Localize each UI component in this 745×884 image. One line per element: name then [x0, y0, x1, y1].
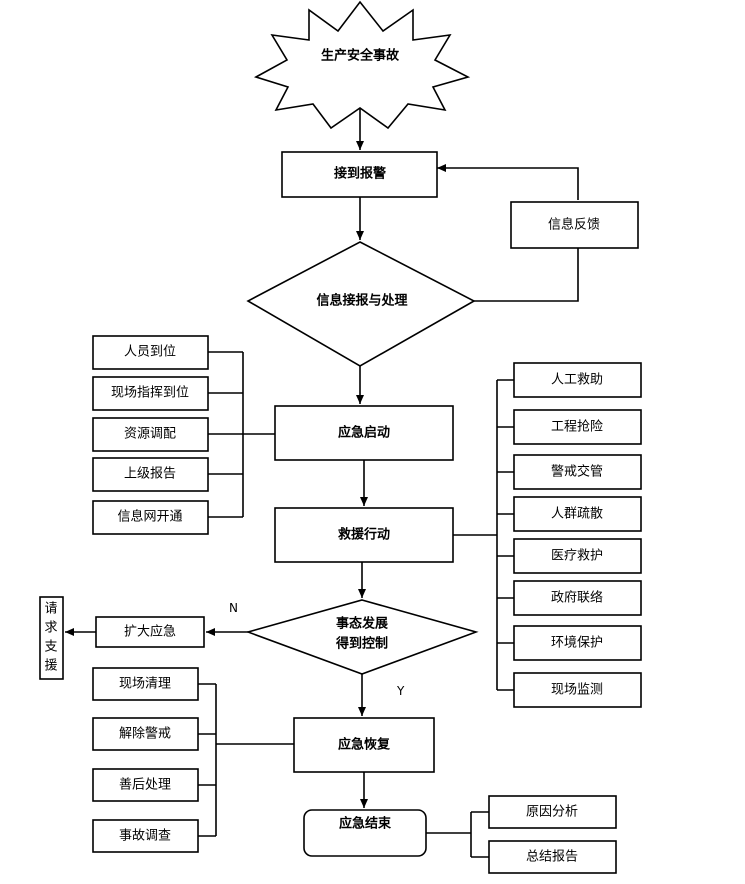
end-task-label: 总结报告: [526, 850, 578, 865]
branch-yes-label: Y: [396, 684, 405, 698]
under-control-label-line1: 事态发展: [336, 616, 389, 632]
end-task-box: [488, 795, 617, 829]
feedback-label: 信息反馈: [548, 217, 600, 233]
info-processing-node: 信息接报与处理: [246, 241, 476, 367]
rescue-task-label: 警戒交管: [551, 464, 603, 480]
recovery-task-label: 现场清理: [119, 677, 171, 692]
burst-shape: [253, 0, 471, 130]
rescue-action-label: 救援行动: [338, 527, 390, 543]
emergency-start-node: 应急启动: [274, 405, 454, 461]
emergency-end-node: 应急结束: [303, 809, 427, 857]
rescue-task-label: 人工救助: [551, 372, 603, 388]
emergency-start-box: [274, 405, 454, 461]
recovery-task-label: 善后处理: [119, 777, 171, 793]
feedback-box: [510, 201, 639, 249]
end-task-label: 原因分析: [526, 805, 578, 820]
under-control-label-line2: 得到控制: [335, 636, 388, 652]
rescue-task-box: [513, 496, 642, 532]
feedback-line-back: [437, 164, 579, 200]
recovery-task-box: [92, 717, 199, 751]
rescue-action-box: [274, 507, 454, 563]
emergency-recovery-box: [293, 717, 435, 773]
expand-label: 扩大应急: [124, 624, 176, 640]
expand-box: [95, 616, 205, 648]
feedback-line-up: [474, 248, 579, 302]
receive-alarm-node: 接到报警: [281, 151, 438, 198]
recovery-task-box: [92, 768, 199, 802]
branch-no-label: N: [229, 601, 238, 615]
rescue-action-node: 救援行动: [274, 507, 454, 563]
startup-task-box: [92, 417, 209, 452]
receive-alarm-label: 接到报警: [334, 166, 386, 182]
under-control-diamond: [245, 599, 479, 675]
recovery-tasks: 现场清理 解除警戒 善后处理 事故调查: [92, 667, 199, 853]
rescue-task-box: [513, 625, 642, 661]
expand-node: 扩大应急: [95, 616, 205, 648]
startup-tasks: 人员到位 现场指挥到位 资源调配 上级报告 信息网开通: [92, 335, 209, 535]
rescue-task-label: 工程抢险: [551, 419, 603, 435]
rescue-task-label: 环境保护: [551, 636, 603, 651]
end-tasks: 原因分析 总结报告: [488, 795, 617, 874]
startup-task-label: 信息网开通: [117, 509, 182, 525]
rescue-task-label: 人群疏散: [551, 507, 603, 522]
rescue-task-box: [513, 409, 642, 445]
rescue-task-box: [513, 538, 642, 574]
request-support-char: 求: [44, 621, 57, 636]
startup-task-box: [92, 457, 209, 492]
startup-task-box: [92, 376, 209, 411]
info-processing-label: 信息接报与处理: [316, 293, 407, 309]
emergency-end-box: [303, 809, 427, 857]
emergency-end-label: 应急结束: [339, 816, 392, 832]
rescue-tasks: 人工救助 工程抢险 警戒交管 人群疏散 医疗救护 政府联络 环境保护 现场监测: [513, 362, 642, 708]
recovery-task-box: [92, 667, 199, 701]
recovery-task-box: [92, 819, 199, 853]
request-support-char: 援: [44, 659, 57, 674]
request-support-char: 支: [44, 640, 57, 655]
connectors: [65, 100, 579, 858]
startup-task-label: 现场指挥到位: [111, 386, 189, 401]
receive-alarm-box: [281, 151, 438, 198]
startup-task-label: 人员到位: [124, 345, 176, 360]
feedback-node: 信息反馈: [510, 201, 639, 249]
rescue-task-box: [513, 672, 642, 708]
request-support-char: 请: [44, 602, 57, 617]
request-support-box: [39, 596, 64, 680]
rescue-task-label: 现场监测: [551, 683, 603, 698]
start-event: 生产安全事故: [253, 0, 471, 130]
rescue-task-box: [513, 362, 642, 398]
recovery-task-label: 解除警戒: [119, 726, 171, 742]
startup-task-box: [92, 500, 209, 535]
request-support-node: 请 求 支 援: [39, 596, 64, 680]
startup-task-label: 资源调配: [124, 427, 176, 442]
emergency-recovery-label: 应急恢复: [338, 737, 391, 753]
startup-task-label: 上级报告: [124, 467, 176, 482]
startup-task-box: [92, 335, 209, 370]
end-task-box: [488, 840, 617, 874]
start-event-label: 生产安全事故: [321, 48, 400, 64]
emergency-start-label: 应急启动: [338, 425, 390, 441]
emergency-recovery-node: 应急恢复: [293, 717, 435, 773]
under-control-decision: 事态发展 得到控制: [245, 599, 479, 675]
rescue-task-box: [513, 454, 642, 490]
info-processing-diamond: [246, 241, 476, 367]
rescue-task-label: 医疗救护: [551, 548, 603, 564]
rescue-task-label: 政府联络: [551, 590, 603, 606]
recovery-task-label: 事故调查: [119, 829, 171, 844]
rescue-task-box: [513, 580, 642, 616]
